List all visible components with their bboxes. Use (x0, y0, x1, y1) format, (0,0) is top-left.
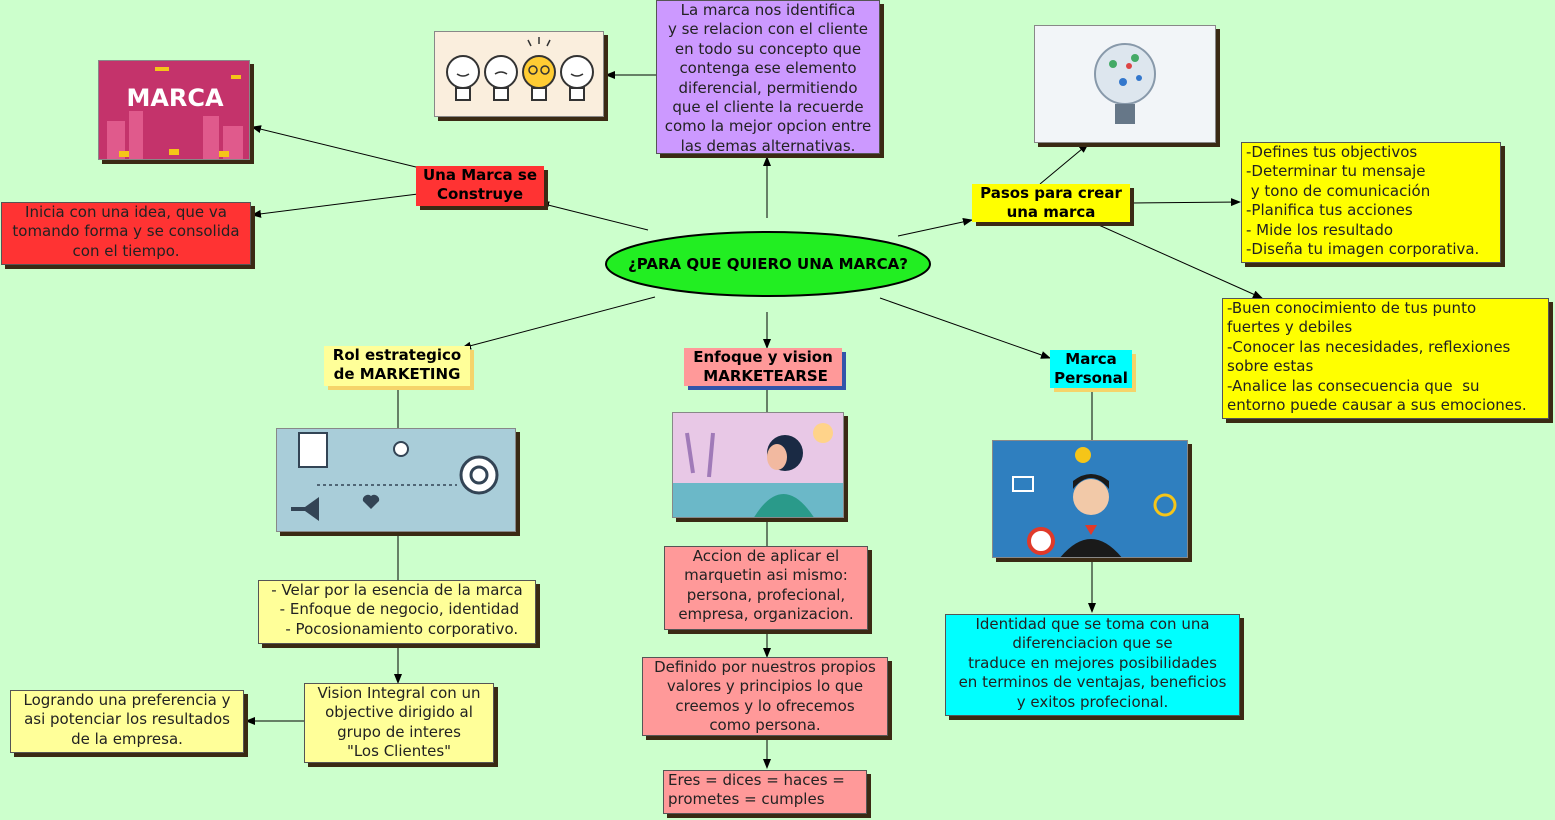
brand-identity-description[interactable]: La marca nos identifica y se relacion co… (656, 0, 880, 155)
requirements-list[interactable]: -Buen conocimiento de tus punto fuertes … (1222, 298, 1549, 419)
branch-rol-estrategico[interactable]: Rol estrategico de MARKETING (324, 346, 470, 386)
marca-logo-text: MARCA (126, 84, 224, 112)
construye-description[interactable]: Inicia con una idea, que va tomando form… (1, 202, 251, 265)
values-definition[interactable]: Definido por nuestros propios valores y … (642, 657, 888, 736)
arrow-construye-to-description (251, 193, 419, 218)
arrow-pasos-to-requirements (1091, 221, 1263, 299)
woman-illustration-image (672, 412, 844, 518)
arrow-construye-to-image (251, 125, 421, 169)
lightbulb-icons-image (1034, 25, 1216, 143)
arrow-center-to-personal (879, 297, 1051, 359)
central-ellipse (605, 231, 931, 297)
marca-city-image: MARCA (98, 60, 250, 160)
formula-box[interactable]: Eres = dices = haces = prometes = cumple… (663, 770, 867, 814)
branch-una-marca-se-construye[interactable]: Una Marca se Construye (416, 166, 544, 206)
personal-brand-description[interactable]: Identidad que se toma con una diferencia… (945, 614, 1240, 716)
integral-vision[interactable]: Vision Integral con un objective dirigid… (304, 683, 494, 763)
preference-result[interactable]: Logrando una preferencia y asi potenciar… (10, 690, 244, 753)
branch-enfoque-vision[interactable]: Enfoque y vision MARKETEARSE (684, 348, 842, 386)
marketing-strategy-image (276, 428, 516, 532)
central-topic-node[interactable]: ¿PARA QUE QUIERO UNA MARCA? (604, 230, 932, 298)
arrow-center-to-pasos (897, 217, 973, 237)
arrow-pasos-to-image (1039, 143, 1089, 185)
marketing-yourself-action[interactable]: Accion de aplicar el marquetin asi mismo… (664, 546, 868, 630)
central-topic-label: ¿PARA QUE QUIERO UNA MARCA? (628, 255, 908, 273)
branch-marca-personal[interactable]: Marca Personal (1050, 350, 1132, 388)
branch-pasos-para-crear[interactable]: Pasos para crear una marca (972, 184, 1130, 222)
arrow-center-to-construye (539, 201, 649, 231)
marketing-points[interactable]: - Velar por la esencia de la marca - Enf… (258, 580, 536, 644)
lightbulbs-image (434, 31, 604, 117)
steps-list[interactable]: -Defines tus objectivos -Determinar tu m… (1241, 142, 1501, 263)
arrow-center-to-rol (461, 296, 656, 350)
arrow-pasos-to-steps (1131, 198, 1241, 207)
businessman-icons-image (992, 440, 1188, 558)
